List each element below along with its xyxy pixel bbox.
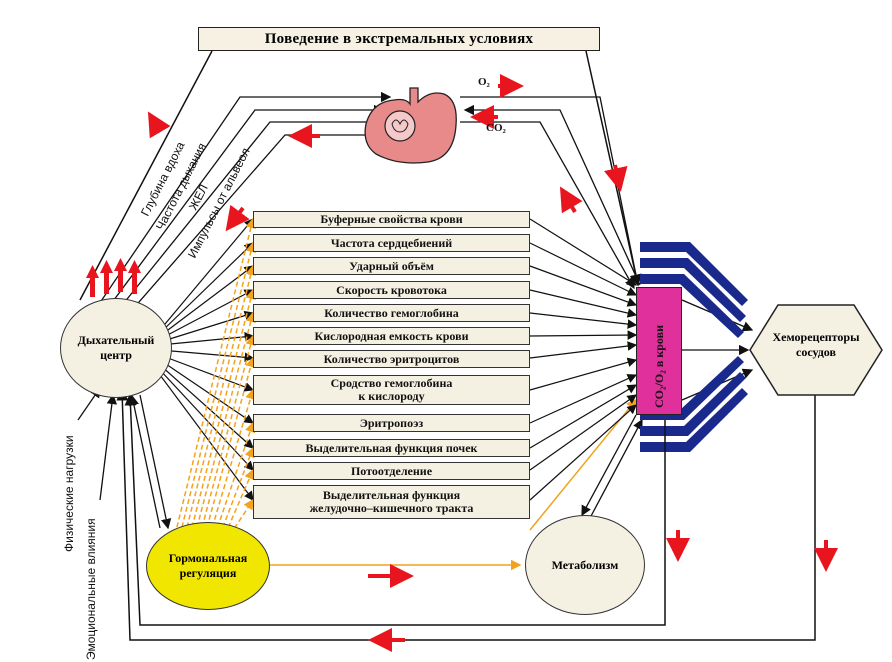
box-affinity: Сродство гемоглобина к кислороду	[253, 375, 530, 405]
label-physical-load: Физические нагрузки	[62, 435, 76, 552]
hormonal-regulation: Гормональная регуляция	[146, 522, 270, 610]
respiratory-center: Дыхательный центр	[60, 298, 172, 398]
box-gi-tract: Выделительная функция желудочно–кишечног…	[253, 485, 530, 519]
box-heart-rate: Частота сердцебиений	[253, 234, 530, 252]
label-emotional: Эмоциональные влияния	[84, 518, 98, 660]
o2-label: O₂	[478, 76, 490, 88]
blood-gas-bar	[636, 287, 682, 415]
box-erythrocytes: Количество эритроцитов	[253, 350, 530, 368]
box-stroke-volume: Ударный объём	[253, 257, 530, 275]
metabolism: Метаболизм	[525, 515, 645, 615]
blood-gas-label: CO₂/O₂ в крови	[652, 324, 666, 408]
box-oxygen-capacity: Кислородная емкость крови	[253, 327, 530, 345]
box-hemoglobin: Количество гемоглобина	[253, 304, 530, 322]
box-buffer: Буферные свойства крови	[253, 211, 530, 228]
lung-icon	[364, 87, 457, 164]
chemoreceptors-hexagon	[749, 304, 883, 396]
title-box: Поведение в экстремальных условиях	[198, 27, 600, 51]
chemoreceptors-label: Хеморецепторы сосудов	[772, 330, 860, 359]
title-to-center-line	[79, 50, 213, 301]
box-blood-flow: Скорость кровотока	[253, 281, 530, 299]
box-kidney: Выделительная функция почек	[253, 439, 530, 457]
box-sweating: Потоотделение	[253, 462, 530, 480]
box-erythropoiesis: Эритропоэз	[253, 414, 530, 432]
co2-label: CO₂	[486, 122, 506, 134]
